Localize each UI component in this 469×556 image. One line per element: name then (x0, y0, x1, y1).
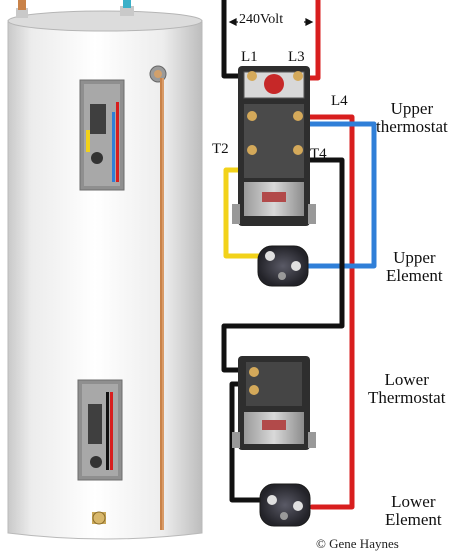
copyright-credit: © Gene Haynes (316, 536, 399, 551)
upper-thermostat (232, 66, 316, 226)
terminal-l3-label: L3 (288, 49, 305, 65)
terminal-l4-label: L4 (331, 93, 348, 109)
upper-element (257, 245, 309, 287)
wire-t4-black (221, 157, 345, 373)
wire-blue (295, 121, 377, 269)
voltage-label: 240Volt (239, 12, 284, 27)
drain-valve (92, 511, 106, 525)
lower-thermostat-label: Lower Thermostat (368, 371, 445, 407)
terminal-l1-label: L1 (241, 49, 258, 65)
terminal-t4-label: T4 (310, 146, 327, 162)
voltage-span-arrow (228, 18, 314, 26)
lower-element (259, 483, 311, 527)
reset-button-icon (264, 74, 284, 94)
lower-thermostat (232, 356, 316, 450)
upper-access-panel (79, 79, 125, 191)
cold-inlet-pipe (16, 8, 28, 18)
lower-element-label-line2: Element (385, 509, 442, 529)
lower-access-panel (77, 379, 123, 481)
upper-element-label: Upper Element (386, 249, 443, 285)
upper-element-label-line2: Element (386, 265, 443, 285)
wire-yellow (223, 167, 273, 259)
hot-outlet-pipe (120, 6, 134, 16)
lower-thermostat-label-line1: Lower (384, 370, 429, 389)
lower-thermostat-label-line2: Thermostat (368, 387, 446, 407)
upper-thermostat-label: Upper thermostat (376, 100, 448, 136)
upper-thermostat-label-line1: Upper (390, 99, 434, 118)
lower-element-label-line1: Lower (391, 492, 436, 511)
upper-element-label-line1: Upper (393, 248, 436, 267)
terminal-t2-label: T2 (212, 141, 229, 157)
wire-l4-red (303, 114, 355, 510)
lower-element-label: Lower Element (385, 493, 442, 529)
upper-thermostat-label-line2: thermostat (376, 116, 448, 136)
water-heater-tank (7, 0, 203, 540)
